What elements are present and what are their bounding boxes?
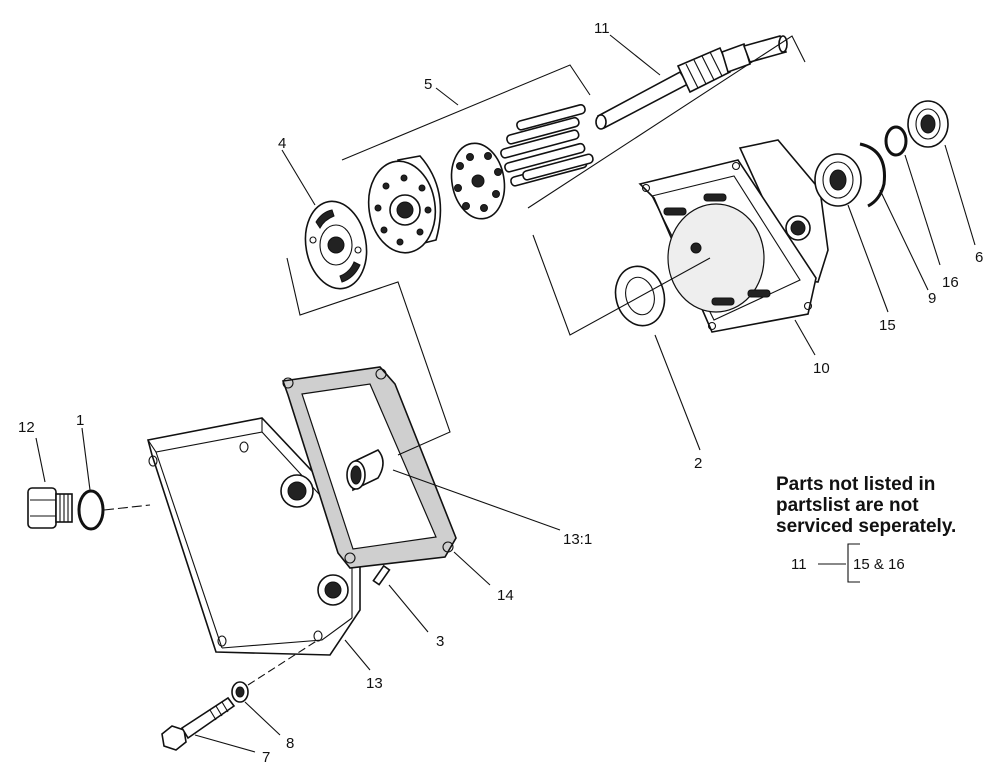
ball-bearing (814, 153, 862, 207)
callout-11: 11 (594, 20, 610, 37)
assembly-lines (286, 35, 806, 456)
washer (231, 681, 249, 703)
service-note-line-3: serviced seperately. (776, 516, 957, 537)
retainer-plate (450, 142, 506, 220)
callout-10: 10 (813, 360, 830, 377)
callout-labels: 11 5 4 12 1 2 10 15 9 16 6 13:1 14 3 13 … (18, 20, 983, 766)
legend-included-parts: 15 & 16 (853, 556, 905, 573)
needle-bearing (346, 449, 384, 492)
callout-13: 13 (366, 675, 383, 692)
callout-8: 8 (286, 735, 294, 752)
spacer-ring (884, 125, 908, 157)
cover-plate (147, 417, 361, 656)
service-note-line-2: partslist are not (776, 495, 919, 516)
callout-13-1: 13:1 (563, 531, 592, 548)
dowel-pin (372, 564, 391, 586)
bolt (161, 696, 236, 751)
callout-5: 5 (424, 76, 432, 93)
callout-14: 14 (497, 587, 514, 604)
o-ring (77, 489, 105, 531)
valve-plate (304, 200, 368, 290)
cylinder-block (367, 155, 442, 254)
plug (27, 487, 73, 529)
callout-7: 7 (262, 749, 270, 766)
callout-16: 16 (942, 274, 959, 291)
callout-6: 6 (975, 249, 983, 266)
callout-12: 12 (18, 419, 35, 436)
legend-part-number: 11 (791, 556, 807, 573)
pistons (500, 103, 594, 187)
callout-2: 2 (694, 455, 702, 472)
kit-legend: 11 15 & 16 (791, 543, 905, 583)
callout-4: 4 (278, 135, 286, 152)
callout-1: 1 (76, 412, 84, 429)
snap-ring (859, 142, 886, 208)
leader-lines (35, 34, 976, 753)
callout-9: 9 (928, 290, 936, 307)
shaft (595, 35, 788, 130)
pump-housing (638, 139, 829, 333)
callout-15: 15 (879, 317, 896, 334)
service-note-line-1: Parts not listed in (776, 474, 936, 495)
shaft-seal (907, 100, 949, 148)
service-note: Parts not listed in partslist are not se… (776, 474, 956, 537)
callout-3: 3 (436, 633, 444, 650)
